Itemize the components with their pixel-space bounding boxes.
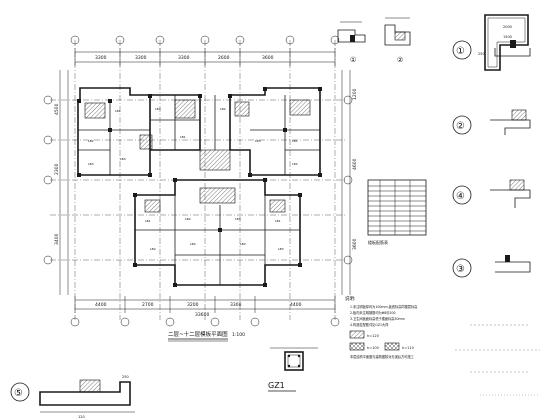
top-detail-label-2: ② bbox=[397, 56, 403, 64]
floor-plan: 3300 3300 3300 2600 3600 4400 2700 3200 … bbox=[43, 35, 358, 342]
column-label: GZ1 bbox=[268, 381, 285, 390]
legend-label-1: h=120 bbox=[367, 334, 379, 338]
dim-bottom-4: 3300 bbox=[230, 302, 242, 308]
notes: 说明: 1.未注明板厚均为100mm,板底标高同楼层标高 2.板内未注明钢筋均为… bbox=[345, 295, 417, 359]
svg-text:LB1: LB1 bbox=[292, 139, 298, 143]
dim-bottom-total: 33600 bbox=[195, 312, 209, 318]
legend-label-2: h=100 bbox=[367, 346, 379, 350]
svg-text:LB1: LB1 bbox=[115, 109, 121, 113]
svg-text:LB3: LB3 bbox=[235, 217, 241, 221]
svg-text:LB1: LB1 bbox=[145, 219, 151, 223]
svg-text:LB3: LB3 bbox=[155, 107, 161, 111]
section-label-1: ① bbox=[456, 46, 465, 57]
svg-text:LB2: LB2 bbox=[292, 162, 298, 166]
section-details: ① ② ④ ③ bbox=[452, 40, 531, 278]
svg-text:LB3: LB3 bbox=[88, 162, 94, 166]
column-detail: GZ1 bbox=[268, 347, 318, 392]
notes-heading: 说明: bbox=[345, 295, 356, 302]
svg-text:LB2: LB2 bbox=[220, 107, 226, 111]
legend-swatch-2 bbox=[349, 342, 365, 351]
dim-left-1: 4500 bbox=[54, 103, 60, 115]
dimension-labels: 3300 3300 3300 2600 3600 4400 2700 3200 … bbox=[54, 55, 358, 318]
svg-text:LB2: LB2 bbox=[185, 217, 191, 221]
section-label-5: ⑤ bbox=[14, 388, 23, 399]
dim-top-5: 3600 bbox=[262, 55, 274, 61]
dim-top-4: 2600 bbox=[218, 55, 230, 61]
dim-bottom-1: 4400 bbox=[95, 302, 107, 308]
notes-footer: 本层结构平面图与建筑图核对无误后方可施工 bbox=[350, 354, 415, 359]
svg-text:1500: 1500 bbox=[503, 35, 512, 39]
legend-swatch-1 bbox=[349, 330, 365, 339]
svg-text:LB2: LB2 bbox=[150, 247, 156, 251]
dim-bottom-3: 3200 bbox=[187, 302, 199, 308]
svg-text:LB1: LB1 bbox=[180, 135, 186, 139]
dim-left-2: 2300 bbox=[54, 163, 60, 175]
dim-bottom-5: 4400 bbox=[290, 302, 302, 308]
legend-swatch-3 bbox=[384, 342, 400, 351]
corner-detail: 2000 1500 250 bbox=[478, 14, 529, 71]
svg-text:LB2: LB2 bbox=[88, 139, 94, 143]
plan-title-group: 二层~十二层模板平面图 1:100 bbox=[168, 330, 245, 342]
svg-text:LB3: LB3 bbox=[255, 139, 261, 143]
svg-text:LB2: LB2 bbox=[240, 242, 246, 246]
section-label-3: ③ bbox=[456, 264, 465, 275]
dim-left-3: 3400 bbox=[54, 233, 60, 245]
note-line-2: 2.板内未注明钢筋均为Φ8@200 bbox=[350, 310, 396, 315]
axis-grid bbox=[50, 40, 345, 320]
table-title: 楼板配筋表 bbox=[368, 239, 388, 245]
plan-title: 二层~十二层模板平面图 bbox=[168, 330, 228, 338]
axis-bubbles bbox=[43, 35, 353, 327]
svg-text:250: 250 bbox=[478, 52, 485, 56]
svg-text:LB4: LB4 bbox=[120, 157, 126, 161]
svg-text:2000: 2000 bbox=[503, 25, 512, 29]
note-line-4: 4.构造柱配筋详见GZ1大样 bbox=[350, 322, 389, 327]
dim-right-2: 4600 bbox=[352, 158, 358, 170]
note-line-3: 3.卫生间板面标高低于楼面标高50mm bbox=[350, 316, 405, 321]
faint-marks bbox=[455, 324, 540, 396]
note-line-1: 1.未注明板厚均为100mm,板底标高同楼层标高 bbox=[350, 304, 417, 309]
section-label-2: ② bbox=[456, 121, 465, 132]
dim-right-1: 1200 bbox=[352, 88, 358, 100]
top-details: ① ② bbox=[337, 17, 411, 64]
dim-right-3: 3600 bbox=[352, 238, 358, 250]
svg-text:250: 250 bbox=[122, 375, 129, 379]
section-label-4: ④ bbox=[456, 191, 465, 202]
dim-bottom-2: 2700 bbox=[142, 302, 154, 308]
svg-text:120: 120 bbox=[78, 415, 85, 419]
top-detail-label-1: ① bbox=[350, 56, 356, 64]
legend-label-3: h=110 bbox=[402, 346, 414, 350]
svg-text:LB1: LB1 bbox=[275, 219, 281, 223]
rebar-table: 楼板配筋表 bbox=[367, 179, 427, 245]
dim-top-1: 3300 bbox=[95, 55, 107, 61]
dim-top-3: 3300 bbox=[178, 55, 190, 61]
dim-top-2: 3300 bbox=[135, 55, 147, 61]
plan-scale: 1:100 bbox=[232, 332, 245, 338]
section-5-detail: ⑤ 120 250 bbox=[10, 375, 135, 419]
svg-text:LB4: LB4 bbox=[190, 242, 196, 246]
svg-text:LB3: LB3 bbox=[278, 247, 284, 251]
